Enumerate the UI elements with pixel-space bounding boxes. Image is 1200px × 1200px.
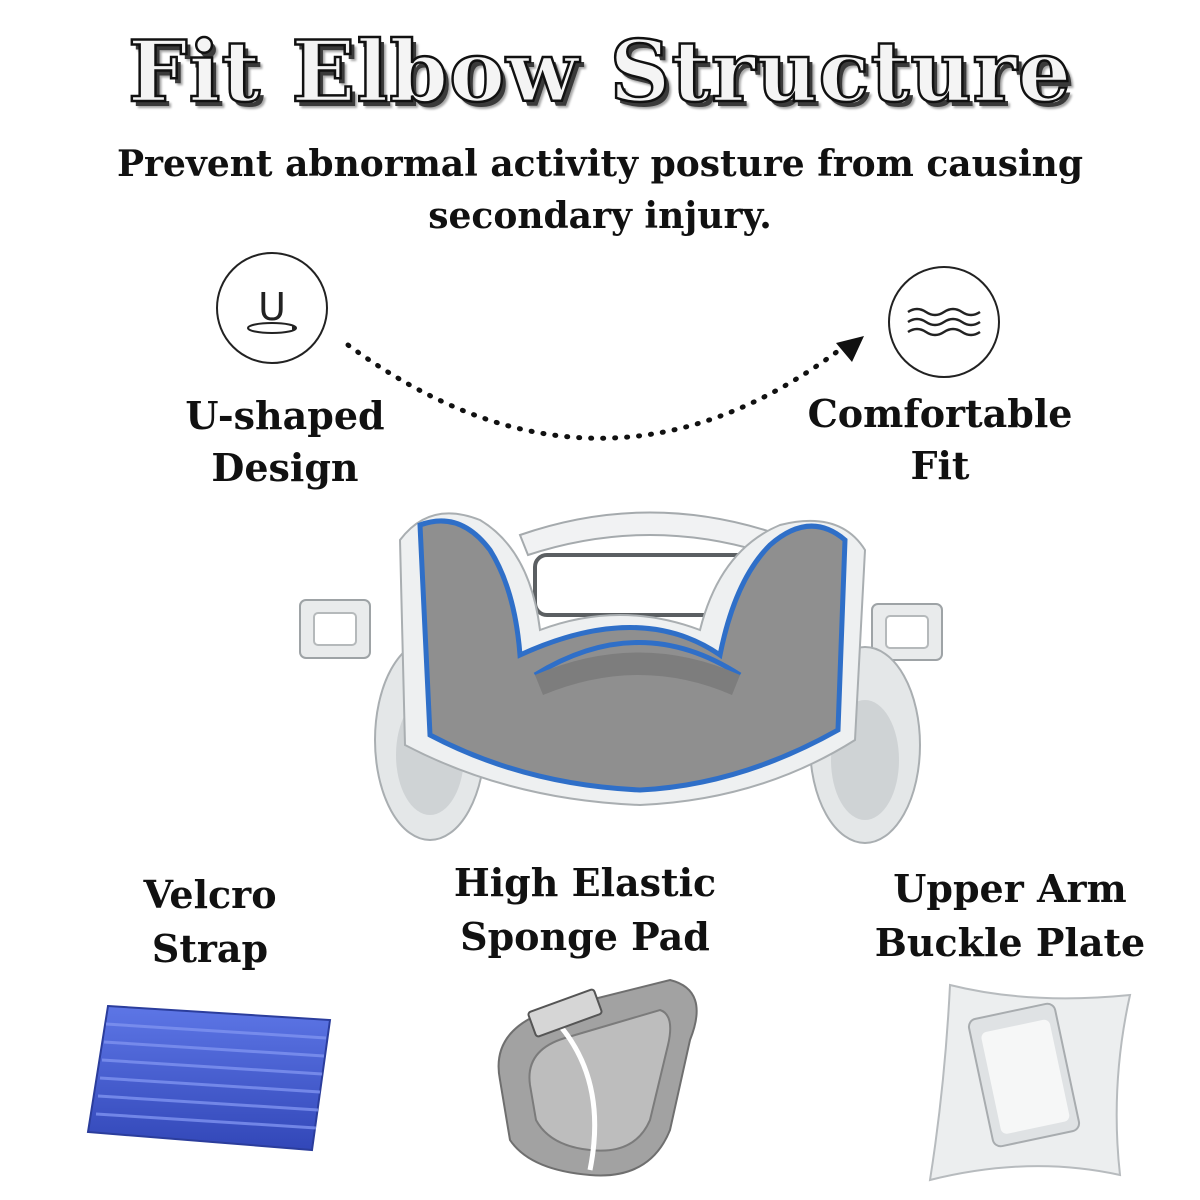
feature-label-comfortable: Comfortable Fit bbox=[807, 391, 1073, 488]
sponge-pad-image bbox=[497, 978, 698, 1177]
buckle-plate-image bbox=[928, 983, 1132, 1182]
part-label-velcro: Velcro Strap bbox=[143, 872, 277, 971]
part-label-sponge: High Elastic Sponge Pad bbox=[453, 860, 717, 959]
part-label-buckle: Upper Arm Buckle Plate bbox=[874, 866, 1146, 965]
page-subtitle: Prevent abnormal activity posture from c… bbox=[116, 143, 1084, 237]
u-shape-icon: U bbox=[216, 252, 328, 364]
elbow-brace-image bbox=[299, 511, 943, 844]
page-title: Fit Elbow Structure bbox=[127, 21, 1073, 123]
velcro-strap-image bbox=[86, 1004, 332, 1152]
feature-label-u-shaped: U-shaped Design bbox=[185, 393, 385, 490]
waves-icon bbox=[888, 266, 1000, 378]
svg-text:U: U bbox=[258, 285, 286, 329]
